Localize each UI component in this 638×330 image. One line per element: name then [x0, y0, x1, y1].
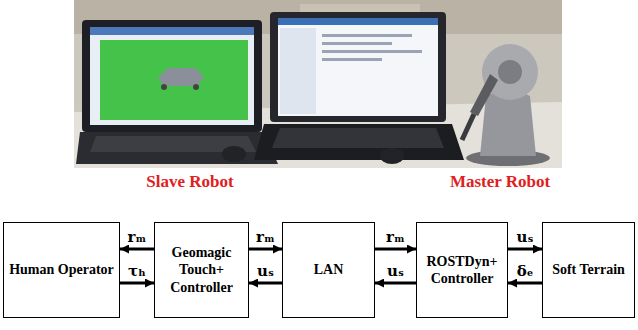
code-line — [322, 42, 392, 45]
code-line — [322, 50, 422, 53]
process-box: LAN — [282, 222, 375, 318]
haptic-joint — [498, 60, 522, 84]
laptop-bezel — [270, 12, 446, 122]
rover-wheel — [193, 84, 199, 90]
simulation-ground — [100, 40, 248, 120]
signal-arrow — [375, 248, 416, 251]
robot-caption: Slave Robot — [146, 172, 233, 192]
signal-arrow — [375, 282, 416, 285]
box-label: LAN — [314, 261, 344, 279]
signal-name: rₘ — [385, 229, 406, 246]
ide-pane — [280, 28, 316, 114]
code-line — [322, 34, 412, 37]
robot-caption: Master Robot — [450, 172, 550, 192]
signal-arrow — [120, 248, 154, 251]
laptop-base — [76, 132, 278, 164]
laptop-screen — [278, 18, 438, 116]
signal-name: rₘ — [255, 229, 276, 246]
rover-model — [158, 68, 204, 86]
laptop-screen — [90, 27, 254, 125]
process-box: Soft Terrain — [542, 222, 635, 318]
signal-name: δₑ — [516, 263, 535, 280]
mouse — [222, 146, 246, 162]
signal-arrow — [249, 248, 282, 251]
laptop-bezel — [82, 20, 262, 132]
process-box: Human Operator — [3, 222, 120, 318]
code-line — [322, 58, 382, 61]
signal-arrow — [249, 282, 282, 285]
window-bar — [90, 27, 254, 35]
signal-name: uₛ — [516, 229, 535, 246]
signal-arrow — [508, 282, 542, 285]
signal-name: uₛ — [386, 263, 405, 280]
signal-name: τₕ — [127, 263, 147, 280]
laptop-keyboard — [272, 128, 444, 148]
box-label: Human Operator — [9, 261, 114, 279]
box-label: ROSTDyn+ Controller — [421, 253, 503, 288]
rover-wheel — [161, 84, 167, 90]
laptop-base — [254, 124, 464, 160]
window-bar — [278, 18, 438, 25]
signal-name: rₘ — [127, 229, 148, 246]
haptic-stylus — [462, 114, 474, 140]
signal-name: uₛ — [256, 263, 275, 280]
signal-arrow — [508, 248, 542, 251]
photo-wall — [74, 0, 562, 168]
haptic-arm — [470, 74, 498, 116]
box-label: Soft Terrain — [552, 261, 625, 279]
box-label: Geomagic Touch+ Controller — [159, 244, 244, 297]
signal-arrow — [120, 282, 154, 285]
process-box: Geomagic Touch+ Controller — [154, 222, 249, 318]
mouse — [380, 148, 404, 164]
process-box: ROSTDyn+ Controller — [416, 222, 508, 318]
